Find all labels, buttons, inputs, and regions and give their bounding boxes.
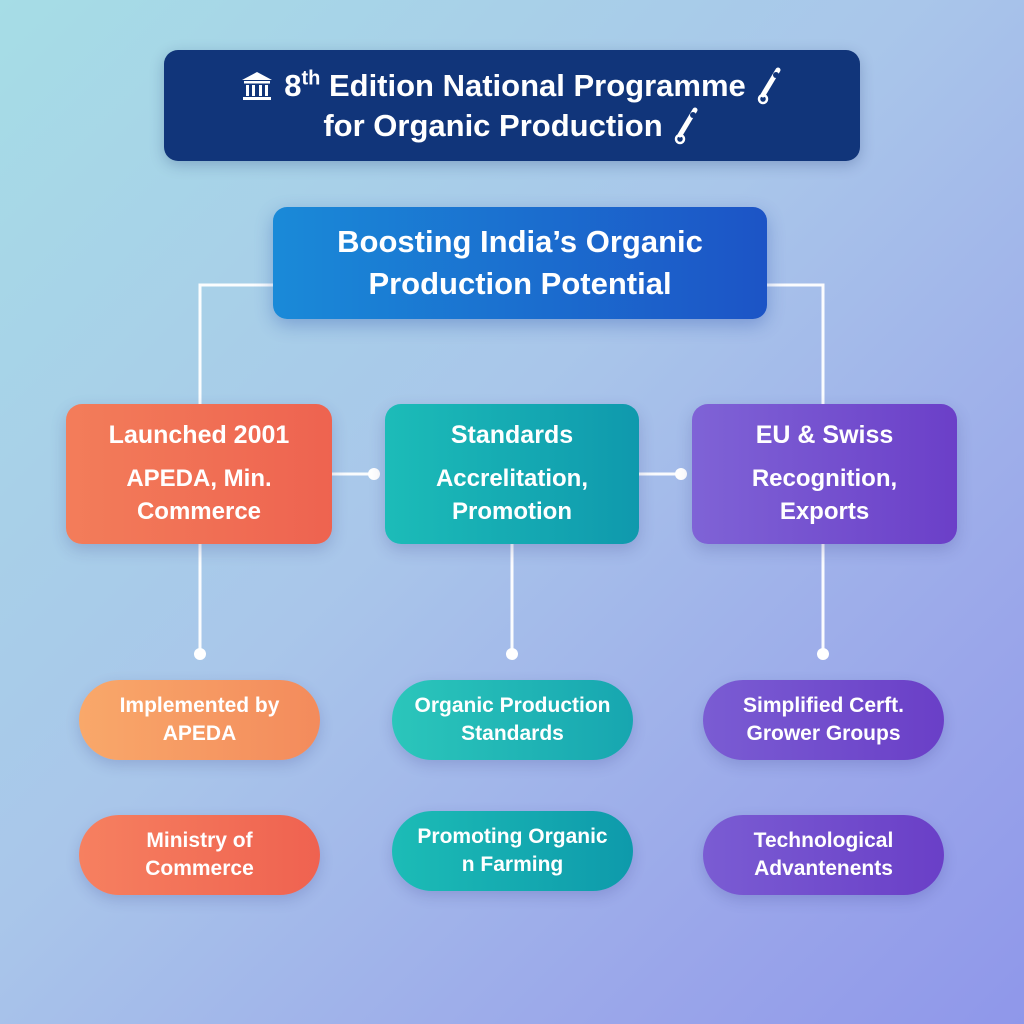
- pill-line-1: Technological: [753, 829, 894, 852]
- pill-line-2: Grower Groups: [746, 722, 901, 745]
- pill-promoting-organic-farming: Promoting Organic n Farming: [392, 811, 633, 891]
- pill-line-2: Commerce: [145, 857, 254, 880]
- connector-dot: [817, 648, 829, 660]
- pill-line-1: Ministry of: [146, 829, 253, 852]
- pill-line-2: Standards: [461, 722, 564, 745]
- root-node-line-2: Production Potential: [368, 266, 672, 301]
- pill-technological-advancements: Technological Advantenents: [703, 815, 944, 895]
- pin-icon: [673, 107, 701, 145]
- connector-dot: [675, 468, 687, 480]
- card-title: EU & Swiss: [755, 420, 894, 449]
- government-building-icon: [240, 70, 274, 102]
- header-title-text-1: 8th Edition National Programme: [284, 67, 746, 103]
- card-launched-2001: Launched 2001 APEDA, Min. Commerce: [66, 404, 332, 544]
- pill-line-2: n Farming: [461, 853, 564, 876]
- pill-simplified-certification: Simplified Cerft. Grower Groups: [703, 680, 944, 760]
- root-node: Boosting India’s Organic Production Pote…: [273, 207, 767, 319]
- pill-line-2: Advantenents: [754, 857, 893, 880]
- pill-implemented-by-apeda: Implemented by APEDA: [79, 680, 320, 760]
- card-standards: Standards Accrelitation, Promotion: [385, 404, 639, 544]
- card-subtitle-1: APEDA, Min.: [126, 464, 272, 492]
- pill-line-1: Simplified Cerft.: [742, 694, 905, 717]
- card-subtitle-2: Promotion: [452, 497, 572, 525]
- header-title-line-1: 8th Edition National Programme: [240, 66, 784, 106]
- pill-line-1: Implemented by: [119, 694, 280, 717]
- card-title: Launched 2001: [108, 420, 290, 449]
- connector-root-left: [198, 283, 273, 404]
- connector-dot: [194, 648, 206, 660]
- header-title-text-2: for Organic Production: [323, 107, 663, 143]
- card-subtitle-1: Accrelitation,: [435, 464, 589, 492]
- card-eu-swiss: EU & Swiss Recognition, Exports: [692, 404, 957, 544]
- pill-line-1: Promoting Organic: [417, 825, 608, 848]
- connector-dot: [368, 468, 380, 480]
- header-title-box: 8th Edition National Programme for Organ…: [164, 50, 860, 161]
- pin-icon: [756, 67, 784, 105]
- pill-ministry-of-commerce: Ministry of Commerce: [79, 815, 320, 895]
- card-subtitle-1: Recognition,: [751, 464, 898, 492]
- pill-line-1: Organic Production: [414, 694, 611, 717]
- root-node-line-1: Boosting India’s Organic: [337, 224, 703, 259]
- pill-line-2: APEDA: [162, 722, 237, 745]
- connector-root-right: [767, 283, 825, 404]
- pill-organic-production-standards: Organic Production Standards: [392, 680, 633, 760]
- card-subtitle-2: Exports: [779, 497, 870, 525]
- header-title-line-2: for Organic Production: [323, 106, 700, 146]
- card-title: Standards: [450, 420, 574, 449]
- card-subtitle-2: Commerce: [136, 497, 262, 525]
- connector-dot: [506, 648, 518, 660]
